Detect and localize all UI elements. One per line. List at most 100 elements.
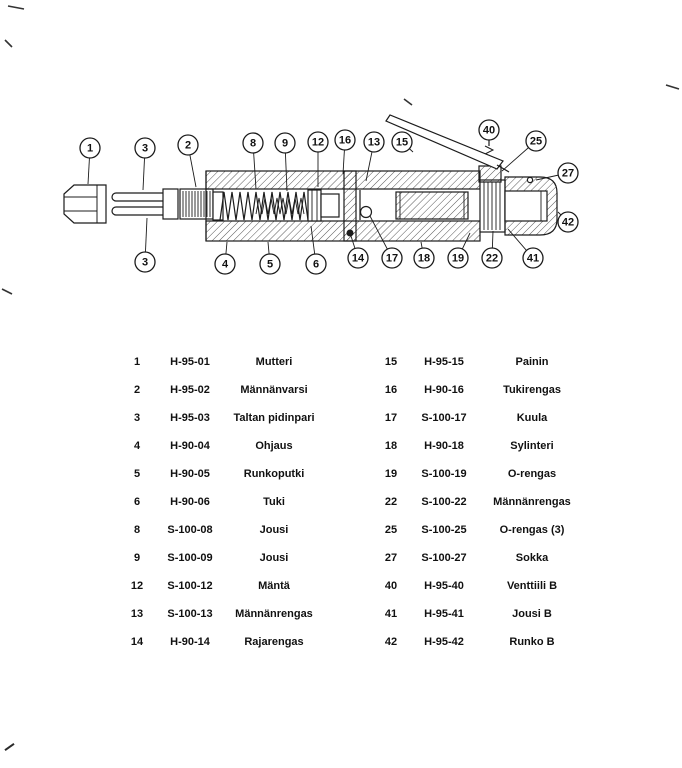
callout-number: 8	[250, 138, 256, 150]
part-name: Taltan pidinpari	[233, 412, 315, 424]
scan-artifact	[4, 743, 15, 751]
trigger-lever-part	[385, 114, 510, 173]
callout-balloon	[557, 211, 579, 233]
scan-artifact	[1, 288, 13, 295]
callout-balloon	[134, 251, 156, 273]
part-code: S-100-09	[167, 552, 213, 564]
part-code: H-90-18	[424, 440, 464, 452]
table-row: 9 S-100-09 Jousi	[112, 544, 330, 572]
callout-number: 40	[483, 125, 495, 137]
pin-part	[526, 176, 534, 184]
spring-outer	[219, 191, 309, 221]
callout-number: 9	[282, 138, 288, 150]
table-row: 1 H-95-01 Mutteri	[112, 348, 330, 376]
callout-balloon	[447, 247, 469, 269]
part-name: Jousi	[259, 524, 289, 536]
callout-number: 25	[530, 136, 542, 148]
callout-number: 22	[486, 253, 498, 265]
table-row: 6 H-90-06 Tuki	[112, 488, 330, 516]
callout-balloon	[274, 132, 296, 154]
callout-number: 41	[527, 253, 539, 265]
callout-balloon	[307, 131, 329, 153]
piston-part	[307, 189, 340, 222]
spring-inner	[255, 197, 305, 215]
part-code: H-95-03	[170, 412, 210, 424]
part-num: 9	[133, 552, 141, 564]
part-code: H-90-06	[170, 496, 210, 508]
part-name: O-rengas	[507, 468, 557, 480]
part-name: Venttiili B	[506, 580, 558, 592]
part-num: 12	[130, 580, 144, 592]
part-num: 42	[384, 636, 398, 648]
callout-number: 16	[339, 135, 351, 147]
part-num: 18	[384, 440, 398, 452]
part-code: S-100-27	[421, 552, 467, 564]
part-name: Kuula	[516, 412, 548, 424]
part-name: Jousi	[259, 552, 289, 564]
callout-balloon	[334, 129, 356, 151]
part-code: S-100-13	[167, 608, 213, 620]
callout-balloon	[242, 132, 264, 154]
cylinder-piston-block	[395, 191, 469, 220]
table-row: 18 H-90-18 Sylinteri	[366, 432, 592, 460]
callout-number: 4	[222, 259, 229, 271]
ball-part	[359, 205, 373, 219]
scan-artifact	[403, 98, 413, 106]
part-code: H-95-40	[424, 580, 464, 592]
callout-number: 17	[386, 253, 398, 265]
part-name: Tukirengas	[503, 384, 561, 396]
part-code: H-95-15	[424, 356, 464, 368]
callout-number: 5	[267, 259, 273, 271]
part-name: Männänrengas	[235, 608, 313, 620]
separator-band	[343, 170, 357, 242]
ring-stack	[479, 179, 506, 233]
table-row: 16 H-90-16 Tukirengas	[366, 376, 592, 404]
part-code: H-95-01	[170, 356, 210, 368]
callout-number: 19	[452, 253, 464, 265]
callout-number: 27	[562, 168, 574, 180]
part-name: Tuki	[263, 496, 285, 508]
chisel-holder-part	[111, 188, 179, 220]
part-name: Mäntä	[258, 580, 290, 592]
part-num: 6	[133, 496, 141, 508]
part-name: Sokka	[515, 552, 549, 564]
limit-ring-dot	[346, 229, 354, 237]
part-code: H-95-41	[424, 608, 464, 620]
part-name: Painin	[515, 356, 549, 368]
part-name: Mutteri	[255, 356, 293, 368]
part-code: H-90-05	[170, 468, 210, 480]
callout-balloon	[347, 247, 369, 269]
callout-balloon	[363, 131, 385, 153]
callout-number: 13	[368, 137, 380, 149]
part-name: Rajarengas	[244, 636, 304, 648]
part-code: H-95-02	[170, 384, 210, 396]
part-num: 4	[133, 440, 141, 452]
scan-artifacts	[1, 5, 680, 295]
part-num: 16	[384, 384, 398, 396]
part-name: Sylinteri	[510, 440, 554, 452]
callout-balloon	[177, 134, 199, 156]
callout-balloon	[391, 131, 413, 153]
part-code: S-100-19	[421, 468, 467, 480]
part-name: Runko B	[509, 636, 555, 648]
part-name: Ohjaus	[255, 440, 293, 452]
callout-number: 1	[87, 143, 93, 155]
part-code: H-90-16	[424, 384, 464, 396]
part-name: Jousi B	[512, 608, 552, 620]
part-num: 1	[133, 356, 141, 368]
